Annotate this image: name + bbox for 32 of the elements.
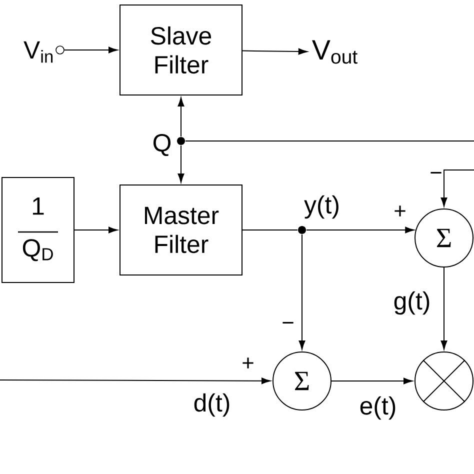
arrow xyxy=(440,267,448,350)
sign-label: + xyxy=(242,358,254,368)
edge-label: d(t) xyxy=(194,393,230,417)
arrow xyxy=(178,145,184,183)
input-terminal xyxy=(56,46,64,54)
junction-dot xyxy=(298,226,306,234)
signal-label: y(t) xyxy=(304,195,338,219)
arrow xyxy=(242,48,308,55)
output-label: V$_{out}$ xyxy=(312,40,358,64)
multiplier-circle xyxy=(414,352,474,410)
sign-label: + xyxy=(394,206,406,216)
gain-box: 1 Q$_{D}$ xyxy=(2,177,74,283)
arrow xyxy=(74,226,118,234)
summing-junction: Σ xyxy=(414,208,474,268)
arrow xyxy=(306,226,414,234)
edge-label: e(t) xyxy=(360,396,396,420)
sign-label: − xyxy=(282,322,294,324)
arrow xyxy=(178,97,184,137)
arrow xyxy=(440,170,474,207)
arrow xyxy=(64,46,118,54)
arrow xyxy=(0,378,271,384)
input-label: V$_{in}$ xyxy=(24,41,53,63)
summing-junction: Σ xyxy=(272,352,332,410)
arrow xyxy=(331,378,413,384)
filter-box: Master Filter xyxy=(120,184,242,276)
signal-line xyxy=(185,140,474,142)
junction-dot xyxy=(177,137,185,145)
arrow xyxy=(298,234,306,350)
sign-label: − xyxy=(430,172,442,174)
edge-label: g(t) xyxy=(394,291,430,315)
filter-box: Slave Filter xyxy=(120,4,242,96)
signal-label: Q xyxy=(154,134,170,156)
